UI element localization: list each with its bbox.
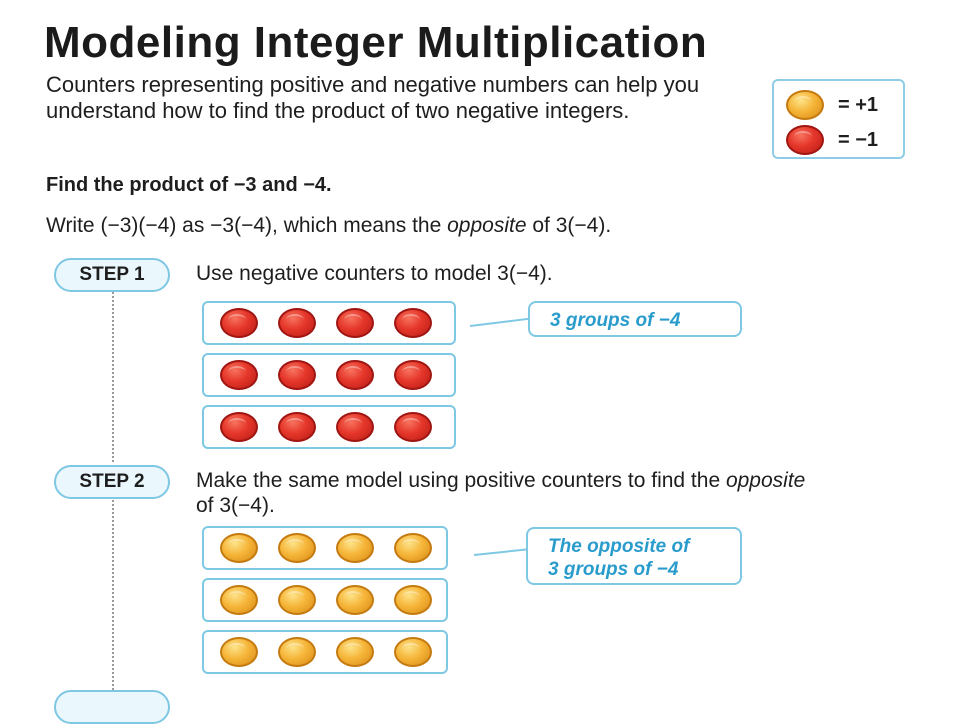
page-title: Modeling Integer Multiplication	[44, 18, 708, 67]
red-counter-icon	[786, 125, 824, 155]
callout-pointer	[473, 548, 530, 556]
legend-negative: = −1	[786, 125, 878, 155]
yellow-counter-icon	[278, 533, 316, 563]
step2-text: Make the same model using positive count…	[196, 468, 816, 518]
red-counter-icon	[394, 308, 432, 338]
red-counter-icon	[394, 360, 432, 390]
red-counter-icon	[278, 360, 316, 390]
write-text-emph: opposite	[447, 214, 527, 237]
counter-group	[202, 630, 448, 674]
red-counter-icon	[336, 308, 374, 338]
red-counter-icon	[278, 308, 316, 338]
red-counter-icon	[220, 308, 258, 338]
yellow-counter-icon	[278, 637, 316, 667]
yellow-counter-icon	[394, 585, 432, 615]
counter-group	[202, 526, 448, 570]
counter-group	[202, 578, 448, 622]
step2-text-after: of 3(−4).	[196, 494, 275, 517]
problem-statement: Find the product of −3 and −4.	[46, 174, 332, 196]
counter-group	[202, 353, 456, 397]
intro-paragraph: Counters representing positive and negat…	[46, 72, 700, 123]
legend-negative-label: = −1	[838, 128, 879, 151]
step-connector-line	[112, 292, 114, 462]
step2-callout: The opposite of 3 groups of −4	[526, 527, 742, 585]
step1-callout: 3 groups of −4	[528, 301, 742, 337]
red-counter-icon	[336, 412, 374, 442]
yellow-counter-icon	[278, 585, 316, 615]
legend-positive: = +1	[786, 90, 878, 120]
step-connector-line	[112, 500, 114, 690]
next-step-badge	[54, 690, 170, 724]
red-counter-icon	[220, 412, 258, 442]
red-counter-icon	[336, 360, 374, 390]
step2-callout-line1: The opposite of	[548, 535, 720, 558]
red-counter-icon	[220, 360, 258, 390]
step2-text-emph: opposite	[725, 469, 806, 492]
yellow-counter-icon	[336, 637, 374, 667]
step2-callout-line2: 3 groups of −4	[548, 559, 679, 580]
callout-text: The	[548, 536, 588, 557]
step1-text: Use negative counters to model 3(−4).	[196, 262, 553, 285]
yellow-counter-icon	[786, 90, 824, 120]
callout-text: of	[666, 536, 690, 557]
red-counter-icon	[278, 412, 316, 442]
legend-positive-label: = +1	[838, 93, 879, 116]
counter-group	[202, 405, 456, 449]
yellow-counter-icon	[336, 533, 374, 563]
red-counter-icon	[394, 412, 432, 442]
write-text-after: of 3(−4).	[526, 214, 612, 237]
yellow-counter-icon	[394, 637, 432, 667]
yellow-counter-icon	[220, 533, 258, 563]
counter-group	[202, 301, 456, 345]
yellow-counter-icon	[394, 533, 432, 563]
counter-legend: = +1 = −1	[772, 79, 905, 159]
write-text-before: Write (−3)(−4) as −3(−4), which means th…	[46, 214, 448, 237]
yellow-counter-icon	[336, 585, 374, 615]
step2-badge: STEP 2	[54, 465, 170, 499]
yellow-counter-icon	[220, 585, 258, 615]
write-statement: Write (−3)(−4) as −3(−4), which means th…	[46, 214, 611, 238]
callout-pointer	[469, 317, 532, 327]
step1-badge: STEP 1	[54, 258, 170, 292]
callout-text-emph: opposite	[587, 536, 667, 557]
yellow-counter-icon	[220, 637, 258, 667]
step2-text-before: Make the same model using positive count…	[196, 469, 726, 492]
